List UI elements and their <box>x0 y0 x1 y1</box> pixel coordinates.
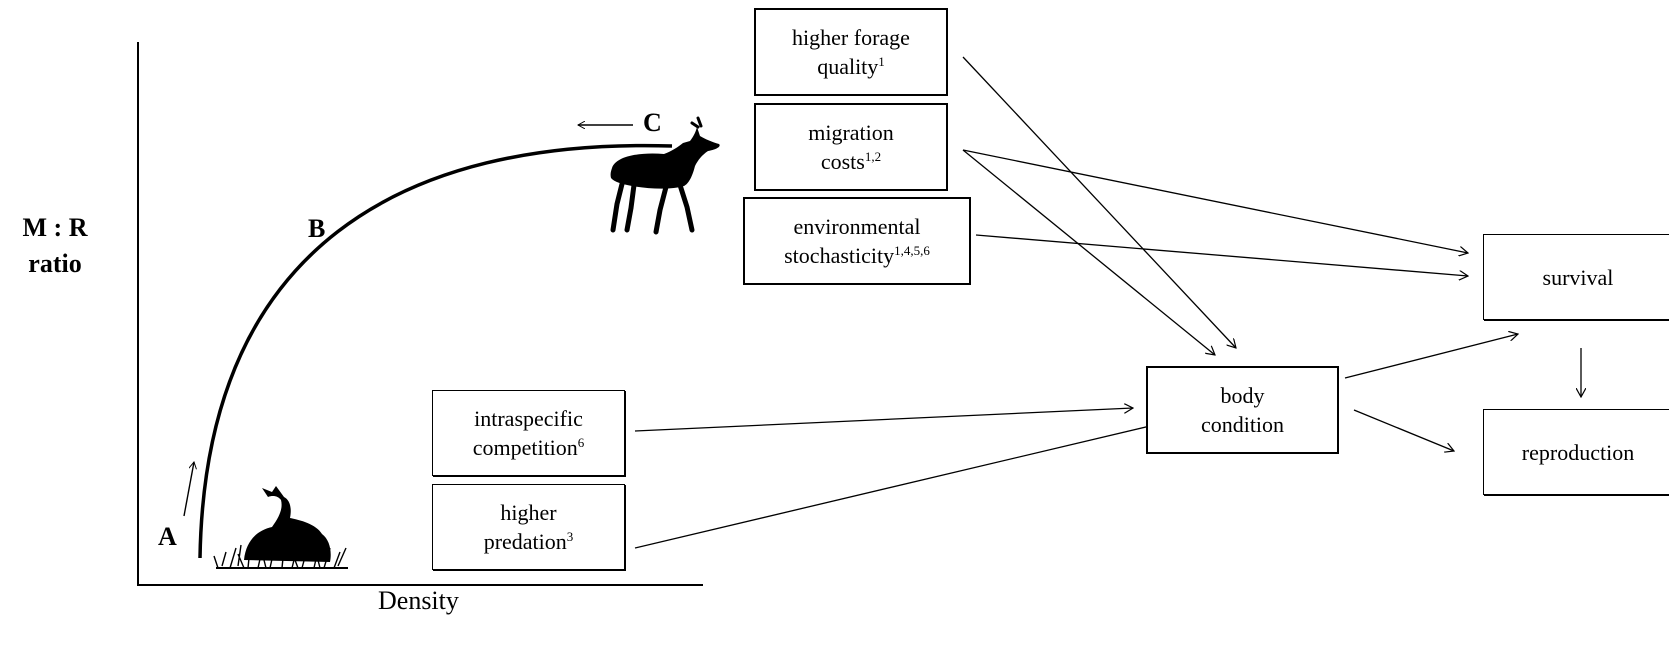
forage-line1: higher forage <box>792 25 910 50</box>
body-line2: condition <box>1200 412 1285 437</box>
fawn-in-grass-silhouette-icon <box>213 486 348 569</box>
migration-line2: costs <box>820 149 865 174</box>
arrow-predation-to-body <box>634 425 1151 549</box>
arrow-environmental-to-survival <box>975 234 1468 276</box>
box-migration-costs: migration costs1,2 <box>754 103 948 191</box>
box-survival: survival <box>1483 234 1669 320</box>
box-higher-predation: higher predation3 <box>432 484 625 570</box>
arrow-body-to-reproduction <box>1353 409 1454 451</box>
environmental-line2: stochasticity <box>784 243 895 268</box>
box-higher-forage-quality: higher forage quality1 <box>754 8 948 96</box>
predation-citation: 3 <box>566 529 574 544</box>
survival-label: survival <box>1542 264 1614 290</box>
y-axis-label: M : R ratio <box>10 210 100 282</box>
arrow-intraspecific-to-body <box>634 408 1133 432</box>
point-a-arrow <box>183 462 194 517</box>
x-axis-label: Density <box>378 586 459 615</box>
environmental-line1: environmental <box>793 214 921 239</box>
arrow-migration-to-survival <box>962 149 1468 253</box>
point-b-label: B <box>308 214 326 243</box>
arrow-forage-to-body <box>962 56 1236 348</box>
y-axis-label-line1: M : R <box>22 213 88 242</box>
point-a-label: A <box>158 522 177 551</box>
point-c-label: C <box>643 108 662 137</box>
migration-line1: migration <box>808 120 894 145</box>
environmental-citation: 1,4,5,6 <box>894 243 930 258</box>
forage-citation: 1 <box>878 54 885 69</box>
box-reproduction: reproduction <box>1483 409 1669 495</box>
migration-citation: 1,2 <box>864 149 882 164</box>
forage-line2: quality <box>817 54 879 79</box>
predation-line2: predation <box>483 529 567 554</box>
box-body-condition: body condition <box>1146 366 1339 454</box>
intraspecific-line2: competition <box>472 435 578 460</box>
adult-deer-silhouette-icon <box>610 116 720 235</box>
body-line1: body <box>1220 383 1265 408</box>
predation-line1: higher <box>500 500 557 525</box>
mr-ratio-curve <box>198 143 673 559</box>
y-axis-label-line2: ratio <box>28 249 82 278</box>
box-environmental-stochasticity: environmental stochasticity1,4,5,6 <box>743 197 971 285</box>
intraspecific-line1: intraspecific <box>474 406 583 431</box>
arrow-migration-to-body <box>962 149 1215 355</box>
arrow-body-to-survival <box>1344 334 1518 379</box>
box-intraspecific-competition: intraspecific competition6 <box>432 390 625 476</box>
reproduction-label: reproduction <box>1521 439 1635 465</box>
intraspecific-citation: 6 <box>577 435 585 450</box>
